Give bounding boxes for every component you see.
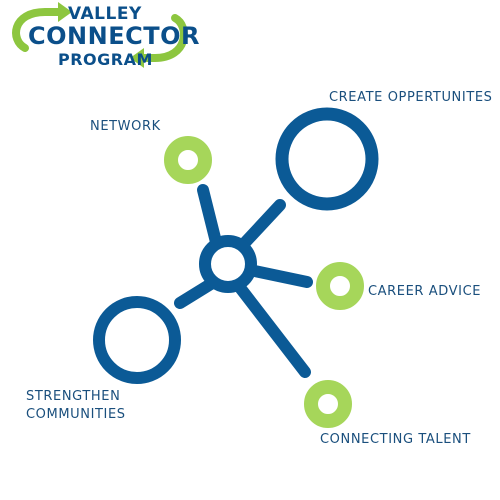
logo-program-text: PROGRAM: [58, 50, 153, 69]
label-career-advice: CAREER ADVICE: [368, 284, 482, 299]
hub-node: [199, 235, 257, 293]
create-opportunities-ring: [275, 107, 379, 211]
spoke-create: [234, 199, 286, 254]
strengthen-communities-ring: [93, 296, 181, 384]
spoke-talent: [232, 279, 311, 378]
hub-spokes: [174, 184, 313, 378]
logo-bottom-arrowhead: [130, 48, 144, 68]
logo-arrows-graphic: [12, 2, 188, 68]
spoke-network: [197, 184, 223, 252]
connecting-talent-node: [304, 380, 352, 428]
label-strengthen: STRENGTHEN: [26, 389, 121, 404]
logo-bottom-arrow: [136, 14, 188, 62]
career-advice-node: [316, 262, 364, 310]
label-network: NETWORK: [90, 119, 161, 134]
network-node: [164, 136, 212, 184]
logo-valley-text: VALLEY: [68, 4, 142, 24]
label-connecting-talent: CONNECTING TALENT: [320, 432, 471, 447]
logo-top-arrowhead: [58, 2, 72, 22]
logo-top-arrow: [12, 7, 67, 52]
label-create-opportunities: CREATE OPPERTUNITES: [329, 90, 493, 105]
label-communities: COMMUNITIES: [26, 407, 126, 422]
spoke-strengthen: [174, 276, 220, 309]
spoke-career: [244, 264, 313, 288]
logo-connector-text: CONNECTOR: [28, 22, 200, 50]
